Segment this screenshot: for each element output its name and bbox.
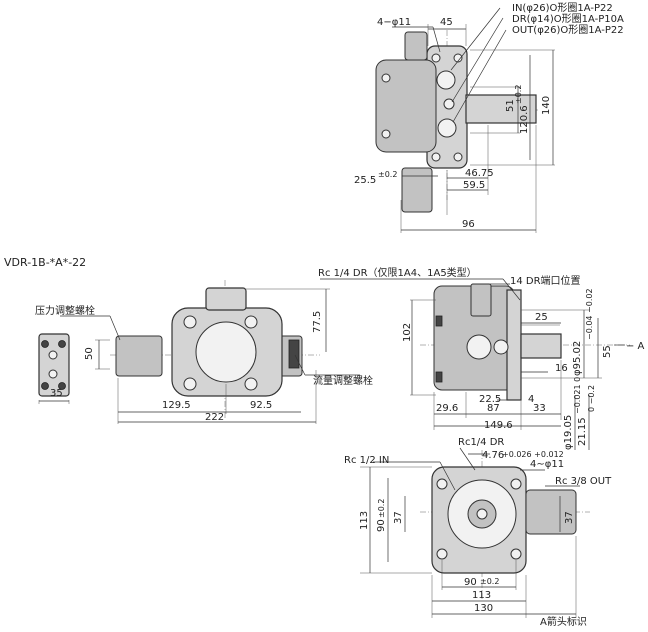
label-out-oring: OUT(φ26)O形圈1A-P22 xyxy=(512,24,624,36)
dim-top-25-5: 25.5 xyxy=(354,175,376,186)
dim-bot-90-v: 90 xyxy=(376,519,387,532)
label-rc14-dr-bottom: Rc1/4 DR xyxy=(458,437,504,448)
dim-top-140: 140 xyxy=(541,96,552,115)
dim-bot-37-right: 37 xyxy=(564,511,575,524)
dim-right-87: 87 xyxy=(487,403,500,414)
dim-left-35: 35 xyxy=(50,388,63,399)
dim-right-149-6: 149.6 xyxy=(484,420,513,431)
label-rc38-out: Rc 3/8 OUT xyxy=(555,476,612,487)
small-port-view xyxy=(38,333,110,404)
bottom-outlet-boss xyxy=(525,489,577,535)
label-dr-port-position: 14 DR端口位置 xyxy=(510,274,581,287)
dim-bot-37-left: 37 xyxy=(393,511,404,524)
label-a-arrow: − A xyxy=(626,341,645,352)
label-flow-screw: 流量调整螺栓 xyxy=(313,374,373,387)
label-pressure-screw: 压力调整螺栓 xyxy=(35,304,95,317)
dim-right-phi19: φ19.05 xyxy=(563,415,574,450)
right-port xyxy=(466,334,492,360)
top-in-port xyxy=(436,70,456,90)
dim-right-phi95: φ95.02 xyxy=(572,341,583,376)
top-shaft xyxy=(465,94,537,124)
bottom-view xyxy=(360,447,590,618)
label-rc14-dr: Rc 1/4 DR（仅限1A4、1A5类型） xyxy=(318,266,477,279)
dim-top-51: 51 xyxy=(505,99,516,112)
dim-bot-130: 130 xyxy=(474,603,493,614)
dim-4-phi11-top: 4−φ11 xyxy=(377,17,411,28)
dim-bot-4-76: 4.76 xyxy=(482,450,504,461)
dim-mid-77-5: 77.5 xyxy=(312,311,323,333)
dim-mid-222: 222 xyxy=(205,412,224,423)
top-dr-port xyxy=(443,98,455,110)
dim-top-45: 45 xyxy=(440,17,453,28)
dim-left-50: 50 xyxy=(84,347,95,360)
dim-top-59-5: 59.5 xyxy=(463,180,485,191)
dim-mid-129-5: 129.5 xyxy=(162,400,191,411)
dim-right-phi95-tol: −0.04 −0.02 xyxy=(585,288,594,340)
dim-right-21-15: 21.15 xyxy=(577,417,588,446)
dim-right-29-6: 29.6 xyxy=(436,403,458,414)
dim-bot-90-h-tol: ±0.2 xyxy=(480,577,499,586)
mid-adjust-left xyxy=(115,335,163,377)
dim-right-25: 25 xyxy=(535,312,548,323)
label-4-phi11-bottom: 4∼φ11 xyxy=(530,459,564,470)
dim-top-25-5-tol: ±0.2 xyxy=(378,170,397,179)
model-title: VDR-1B-*A*-22 xyxy=(4,256,86,269)
label-rc12-in: Rc 1/2 IN xyxy=(344,455,389,466)
top-out-port xyxy=(437,118,457,138)
dim-right-102: 102 xyxy=(402,323,413,342)
dim-top-46-75: 46.75 xyxy=(465,168,494,179)
dim-right-33: 33 xyxy=(533,403,546,414)
dim-right-55: 55 xyxy=(602,345,613,358)
label-a-arrow-caption: A箭头标识 xyxy=(540,615,587,628)
dim-bot-90-v-tol: ±0.2 xyxy=(377,499,386,518)
dim-bot-113-v: 113 xyxy=(359,511,370,530)
dim-right-21-15-tol: 0 −0.2 xyxy=(587,385,596,412)
dim-right-phi19-tol: −0.021 0 xyxy=(573,377,582,414)
mid-center-bore xyxy=(195,321,257,383)
dim-mid-92-5: 92.5 xyxy=(250,400,272,411)
right-flange xyxy=(506,289,522,401)
dim-top-120-6-tol: ±0.2 xyxy=(514,85,523,104)
dim-right-16: 16 xyxy=(555,363,568,374)
dim-bot-4-76-tol: +0.026 +0.012 xyxy=(502,450,564,459)
middle-view xyxy=(60,280,360,424)
dim-right-22-5: 22.5 xyxy=(479,394,501,405)
dim-right-4: 4 xyxy=(528,394,534,405)
dim-bot-113-h: 113 xyxy=(472,590,491,601)
right-side-view xyxy=(320,278,630,450)
top-dimensions xyxy=(392,7,555,233)
label-in-oring: IN(φ26)O形圈1A-P22 xyxy=(512,2,613,14)
label-dr-oring: DR(φ14)O形圈1A-P10A xyxy=(512,13,624,25)
dim-top-120-6: 120.6 xyxy=(519,105,530,134)
dim-bot-90-h: 90 xyxy=(464,577,477,588)
top-view xyxy=(375,30,540,213)
right-shaft xyxy=(520,333,562,359)
dim-top-96: 96 xyxy=(462,219,475,230)
